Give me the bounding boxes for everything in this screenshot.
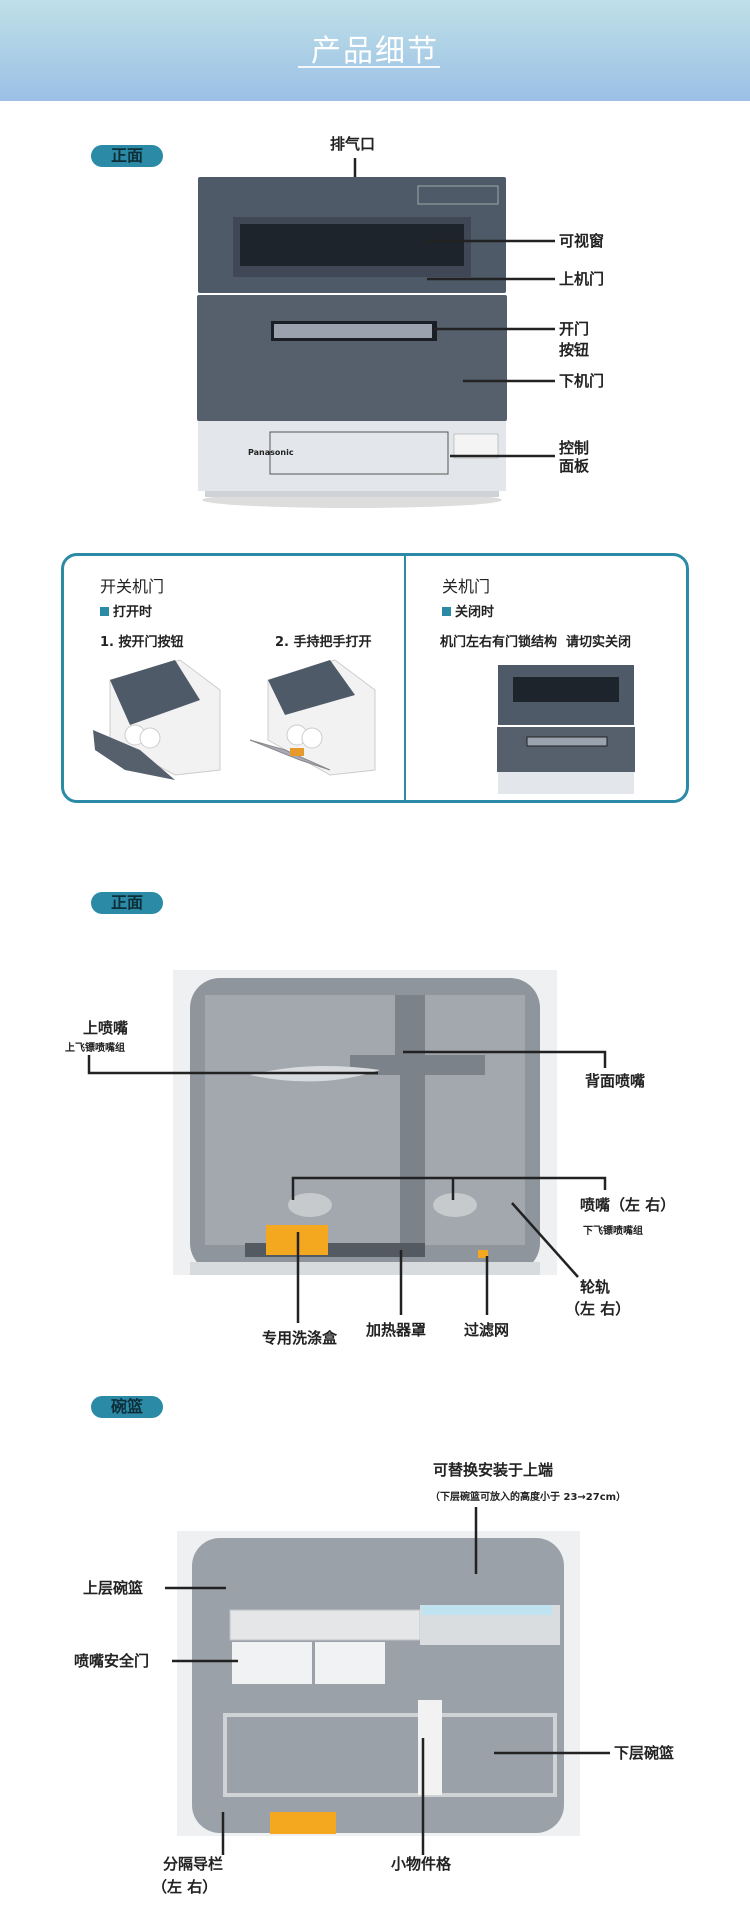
box-divider	[404, 553, 406, 803]
header-banner	[0, 0, 750, 101]
square-bullet-icon	[442, 607, 451, 616]
brand-logo: Panasonic	[248, 448, 294, 457]
open-subtitle: 打开时	[100, 601, 152, 620]
step-1: 1. 按开门按钮	[100, 635, 184, 650]
door-info-box	[61, 553, 689, 803]
label-rail: 轮轨	[580, 1278, 611, 1296]
basket-interior-image	[177, 1531, 580, 1836]
label-heater-cover: 加热器罩	[366, 1321, 427, 1339]
close-title: 关机门	[442, 577, 491, 596]
interior-leader-lines	[87, 1050, 607, 1323]
door-closed-image	[497, 665, 635, 794]
step-2: 2. 手持把手打开	[275, 635, 372, 650]
close-note: 机门左右有门锁结构 请切实关闭	[440, 635, 632, 650]
label-divider: 分隔导栏	[163, 1855, 224, 1873]
label-lower-basket: 下层碗篮	[614, 1744, 675, 1762]
label-control-1: 控制	[559, 439, 590, 457]
basket-leader-lines	[165, 1507, 610, 1855]
page-title: 产品细节	[311, 34, 439, 69]
open-close-title: 开关机门	[100, 577, 165, 596]
label-nozzle-lr-sub: 下飞镖喷嘴组	[583, 1226, 643, 1237]
square-bullet-icon	[100, 607, 109, 616]
label-safety-door: 喷嘴安全门	[74, 1652, 150, 1670]
label-control-2: 面板	[559, 457, 590, 475]
label-open-button-2: 按钮	[559, 341, 590, 359]
label-divider-lr: （左 右）	[152, 1878, 218, 1896]
label-nozzle-lr: 喷嘴（左 右）	[580, 1196, 676, 1214]
label-filter: 过滤网	[464, 1321, 510, 1339]
door-open-step1-image	[93, 659, 221, 780]
label-small-items: 小物件格	[391, 1855, 452, 1873]
label-rail-lr: （左 右）	[565, 1300, 631, 1318]
label-window: 可视窗	[559, 232, 605, 250]
door-open-step2-image	[249, 659, 376, 776]
label-upper-nozzle-sub: 上飞镖喷嘴组	[65, 1043, 125, 1054]
label-upper-door: 上机门	[559, 270, 605, 288]
close-subtitle: 关闭时	[442, 601, 494, 620]
label-lower-door: 下机门	[559, 372, 605, 390]
dishwasher-front-image	[197, 177, 507, 508]
label-open-button-1: 开门	[559, 320, 590, 338]
label-upper-basket: 上层碗篮	[83, 1579, 144, 1597]
label-back-nozzle: 背面喷嘴	[585, 1072, 646, 1090]
front-leader-lines	[353, 158, 555, 458]
label-upper-nozzle: 上喷嘴	[83, 1019, 129, 1037]
title-underline	[298, 66, 440, 68]
label-detergent-box: 专用洗涤盒	[262, 1329, 338, 1347]
section-badge-front: 正面	[91, 145, 163, 167]
label-vent: 排气口	[330, 135, 376, 153]
label-replace-sub: （下层碗篮可放入的高度小于 23→27cm）	[430, 1492, 627, 1503]
label-replace: 可替换安装于上端	[433, 1461, 554, 1479]
section-badge-interior: 正面	[91, 892, 163, 914]
section-badge-basket: 碗篮	[91, 1396, 163, 1418]
dishwasher-interior-image	[173, 970, 557, 1275]
